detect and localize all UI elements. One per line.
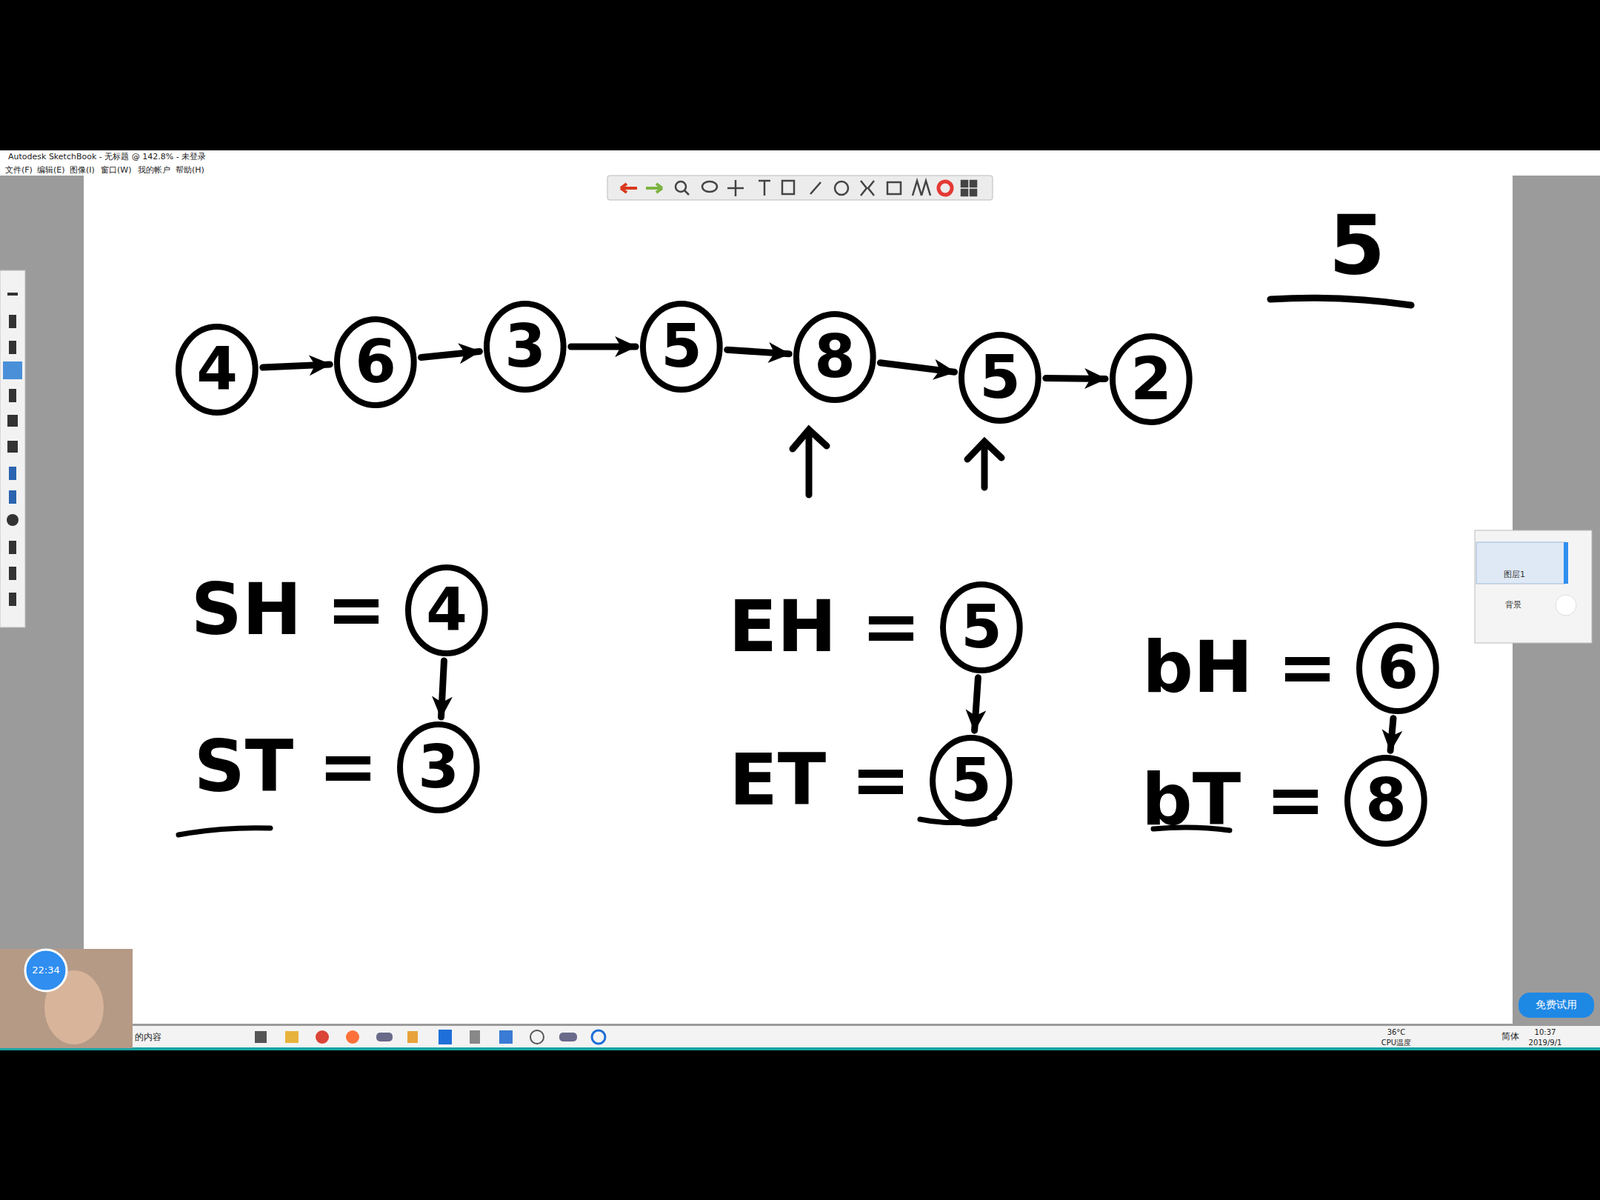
layer-row [1476, 542, 1566, 584]
pointer-arrow [792, 429, 827, 495]
ui-text: 10:37 [1534, 1028, 1557, 1037]
list-node-circle: 8 [1344, 754, 1428, 847]
layer-swatch [1555, 594, 1577, 616]
ui-text: Autodesk SketchBook - 无标题 @ 142.8% - 未登录 [8, 152, 206, 162]
node-number: 5 [960, 597, 1003, 658]
list-node-circle: 5 [640, 300, 723, 393]
node-number: 5 [660, 317, 703, 377]
taskbar [0, 1025, 1600, 1048]
node-number: 6 [354, 332, 397, 392]
pointer-arrow [571, 343, 636, 351]
ui-text: 2019/9/1 [1528, 1038, 1563, 1047]
taskbar-icons [254, 1029, 606, 1045]
layer-panel [1474, 530, 1592, 643]
pointer-arrow [262, 364, 330, 368]
handwritten-label: ET = [728, 741, 911, 820]
list-node-circle: 4 [405, 564, 489, 657]
node-number: 5 [979, 348, 1021, 408]
underline [178, 828, 271, 835]
handwritten-label: SH = [191, 571, 386, 650]
ui-text: 免费试用 [1535, 999, 1578, 1011]
toolbar-icons [620, 180, 977, 197]
webcam-thumbnail [0, 948, 133, 1049]
handwritten-label: 5 [1328, 200, 1386, 291]
node-number: 5 [950, 751, 992, 811]
ui-text: 背景 [1505, 600, 1522, 610]
pointer-arrow [1390, 718, 1394, 752]
pointer-arrow [880, 362, 955, 373]
ui-text: 36°C [1387, 1028, 1406, 1037]
pointer-arrow [1045, 374, 1106, 383]
ui-text: 图像(I) [69, 165, 95, 175]
layer-bar [1563, 542, 1569, 584]
list-node-circle: 6 [334, 316, 418, 409]
underline [1270, 297, 1412, 306]
tool-strip [0, 270, 26, 628]
handwritten-label: bT = [1141, 761, 1326, 840]
pointer-arrow [441, 660, 445, 718]
node-number: 8 [814, 327, 856, 387]
toolbar [607, 175, 993, 200]
ui-text: 22:34 [31, 965, 60, 976]
node-number: 3 [504, 317, 546, 377]
list-node-circle: 5 [958, 331, 1042, 424]
list-node-circle: 8 [793, 311, 877, 403]
workspace [0, 150, 1600, 1049]
handwritten-label: EH = [728, 588, 921, 667]
pointer-arrow [727, 349, 790, 355]
list-node-circle: 4 [175, 323, 259, 416]
tool-icons [2, 292, 23, 606]
ui-text: CPU温度 [1381, 1038, 1412, 1047]
list-node-circle: 5 [929, 734, 1013, 827]
pointer-arrow [421, 351, 480, 358]
handwritten-label: bH = [1142, 628, 1338, 708]
ui-text: 我的帐户 [137, 165, 171, 175]
node-number: 6 [1377, 638, 1419, 698]
title-bar [0, 150, 1600, 176]
ui-text: 图层1 [1503, 570, 1526, 580]
handwritten-label: ST = [194, 728, 378, 807]
node-number: 4 [425, 580, 468, 640]
ui-text: 的内容 [134, 1032, 162, 1043]
hand-strokes [178, 297, 1412, 835]
ui-text: 帮助(H) [175, 165, 205, 175]
pointer-arrow [974, 677, 979, 731]
node-number: 8 [1365, 771, 1407, 831]
canvas [83, 175, 1513, 1024]
list-node-circle: 3 [483, 300, 567, 393]
pointer-arrow [967, 441, 1002, 488]
trial-button [1518, 992, 1595, 1018]
node-number: 4 [196, 340, 238, 400]
timer-badge [25, 949, 67, 992]
ui-text: 编辑(E) [37, 165, 66, 175]
list-node-circle: 3 [397, 721, 480, 814]
ui-text: 窗口(W) [100, 165, 132, 175]
node-number: 2 [1130, 349, 1172, 409]
list-node-circle: 5 [940, 581, 1023, 674]
taskbar-line [0, 1047, 1600, 1051]
list-node-circle: 2 [1109, 333, 1193, 426]
node-number: 3 [417, 737, 460, 798]
ui-text: 文件(F) [5, 165, 33, 175]
list-node-circle: 6 [1356, 622, 1440, 715]
ui-text: 简体 [1501, 1031, 1520, 1042]
